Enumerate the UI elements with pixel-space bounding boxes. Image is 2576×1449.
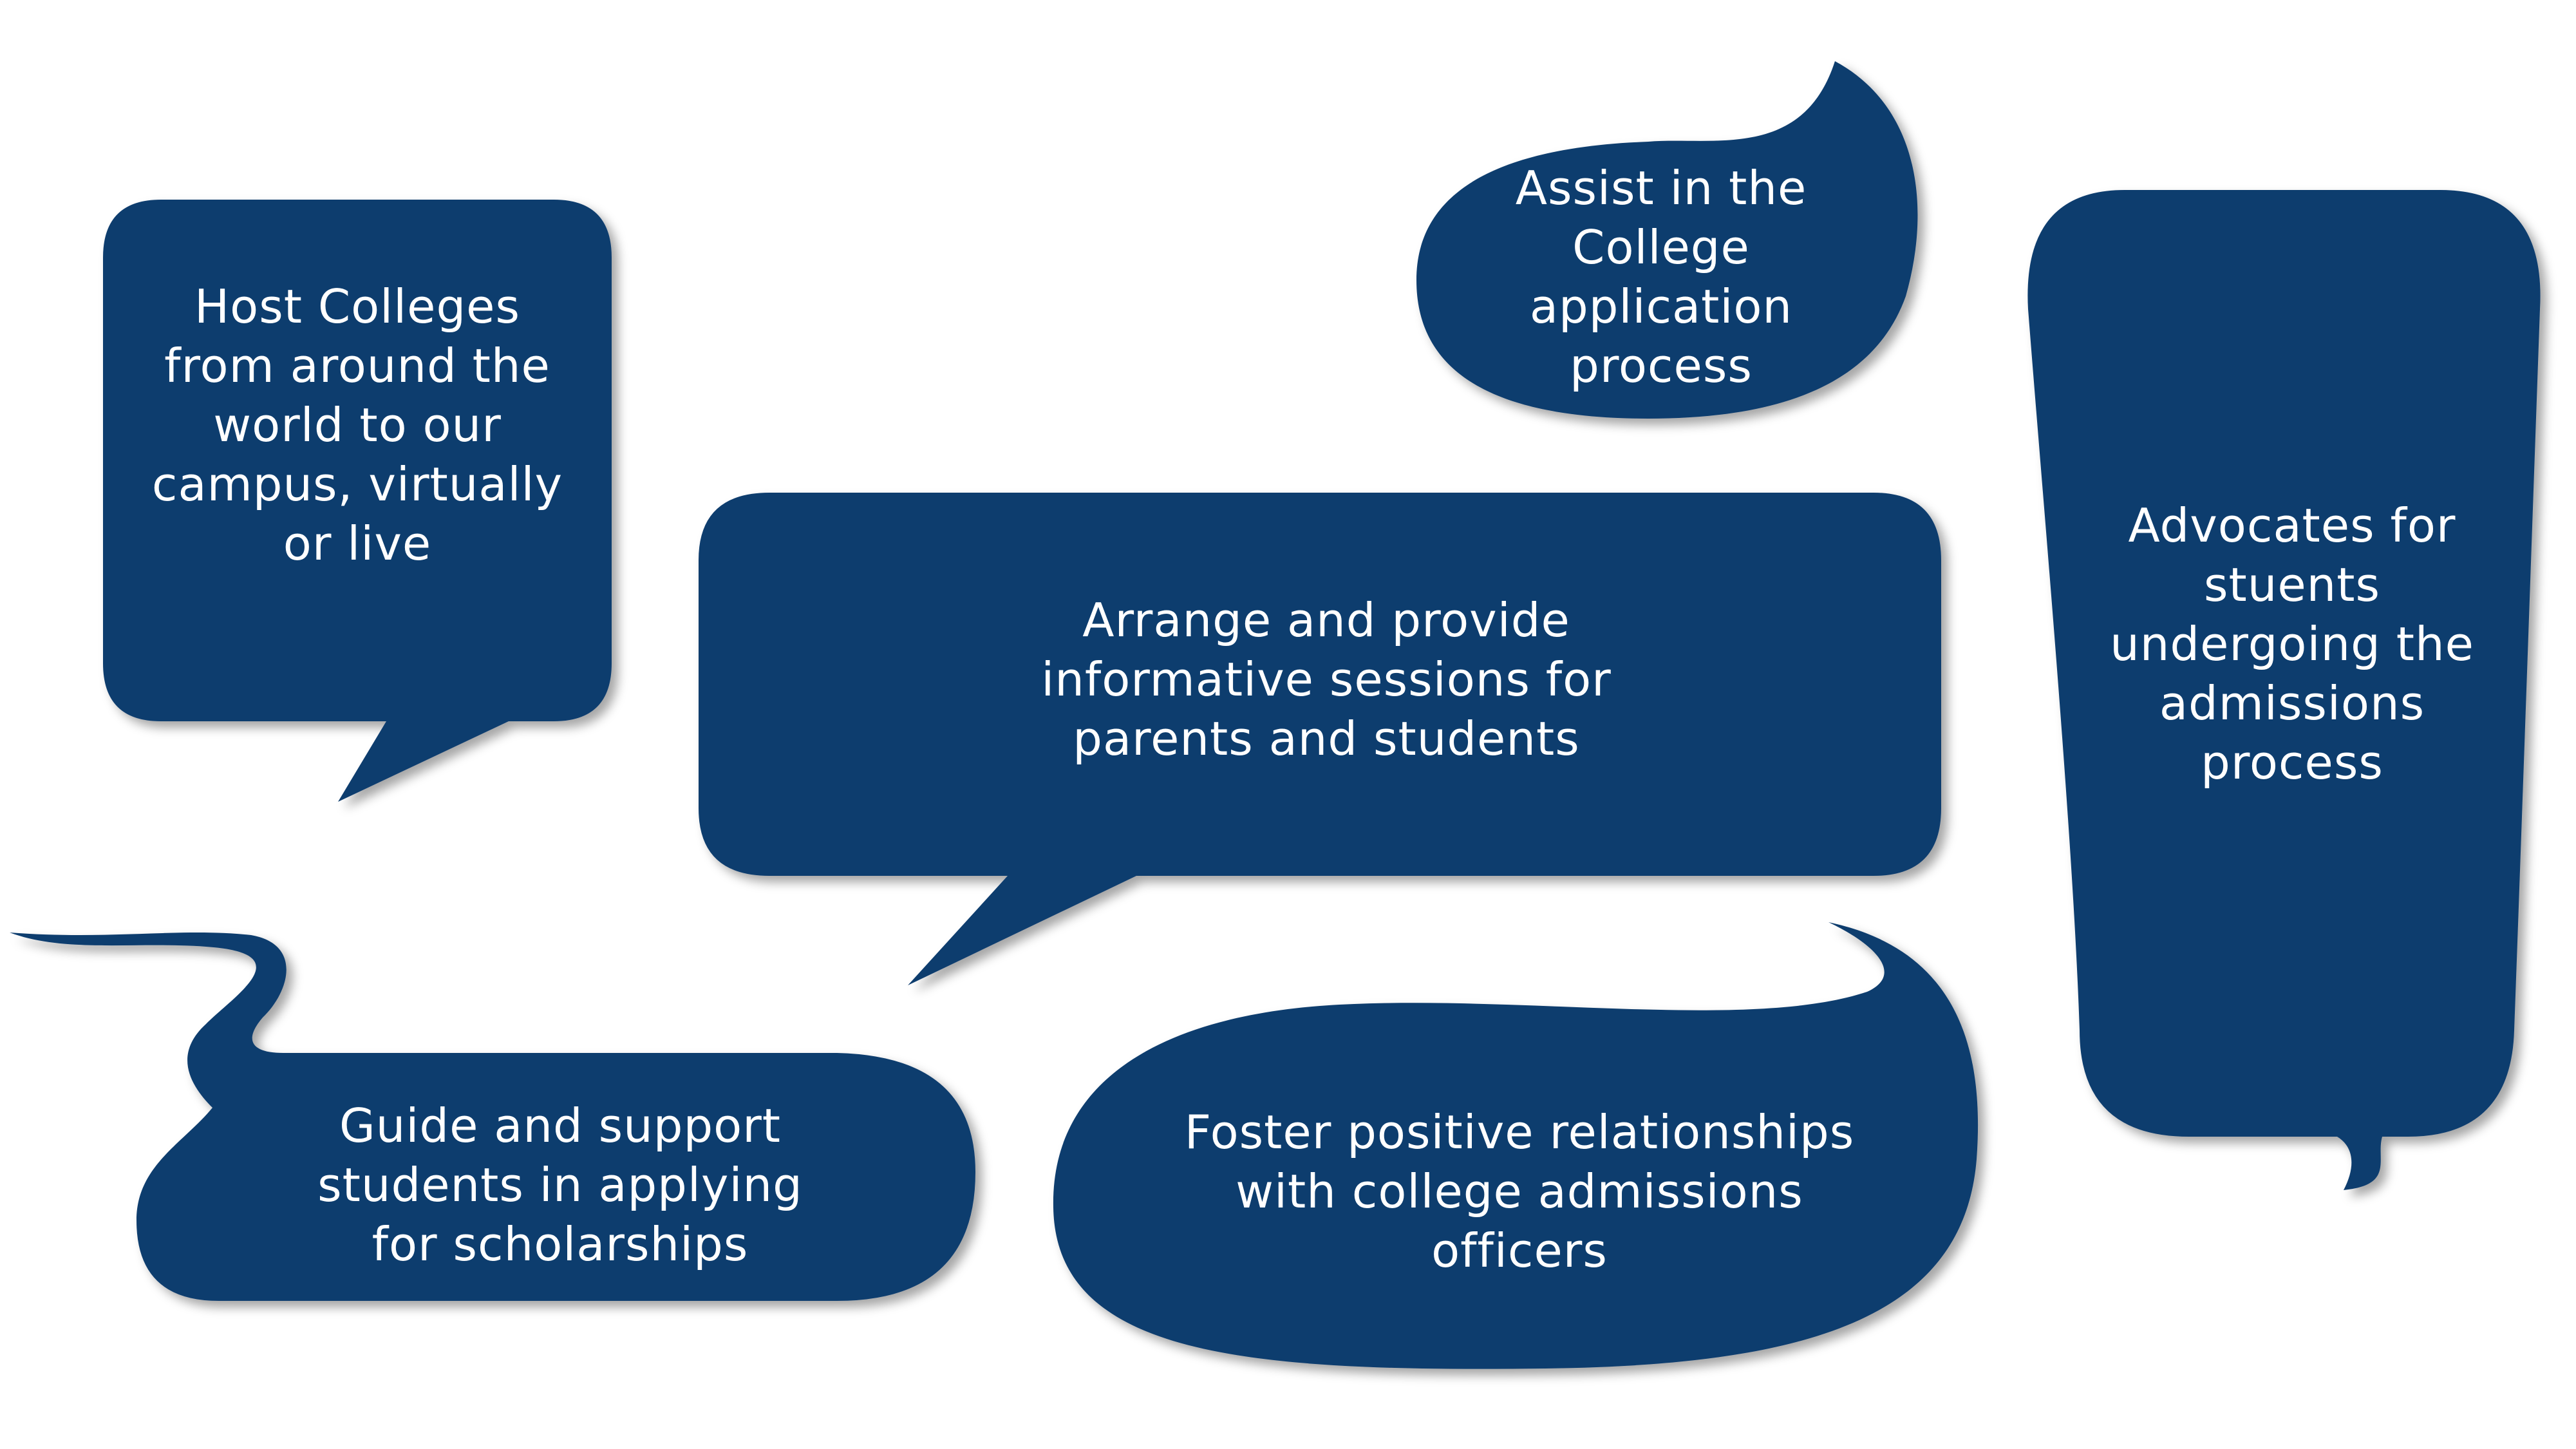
- arrange-sessions-bubble: [699, 493, 1941, 985]
- guide-scholarships-bubble: [10, 933, 975, 1301]
- host-colleges-label: Host Colleges from around the world to o…: [151, 279, 563, 571]
- host-colleges-bubble: [103, 200, 612, 802]
- foster-relationships-label: Foster positive relationships with colle…: [1184, 1105, 1855, 1278]
- advocates-label: Advocates for stuents undergoing the adm…: [2110, 498, 2474, 790]
- assist-application-bubble: [1416, 61, 1918, 419]
- guide-scholarships-label: Guide and support students in applying f…: [317, 1099, 803, 1271]
- assist-application-label: Assist in the College application proces…: [1515, 161, 1807, 393]
- arrange-sessions-label: Arrange and provide informative sessions…: [1041, 593, 1612, 766]
- advocates-bubble: [2027, 190, 2541, 1190]
- foster-relationships-bubble: [1053, 922, 1979, 1369]
